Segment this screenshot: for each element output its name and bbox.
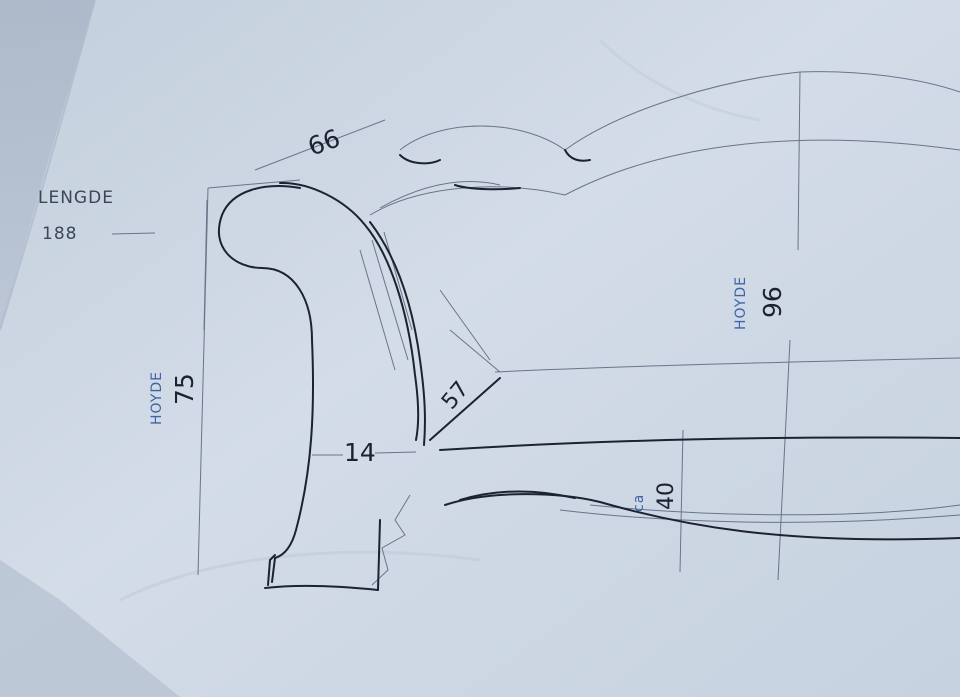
paper-shadow-bottom-left (0, 560, 180, 697)
paper-shadow-left (0, 0, 95, 330)
seat-front-line (439, 436, 960, 451)
length-value: 188 (42, 224, 78, 244)
seat-depth-line (429, 377, 501, 441)
seat-height-prefix: ca (631, 493, 647, 512)
seat-height-value: 40 (654, 482, 679, 510)
paper-crease (598, 38, 761, 122)
length-label: LENGDE (38, 188, 114, 208)
rolled-arm-outline (217, 185, 315, 583)
arm-height-value: 75 (170, 373, 199, 405)
paper-crease (0, 0, 96, 331)
arm-height-label: HOYDE (149, 371, 165, 425)
sofa-outline (217, 149, 960, 591)
pencil-guides (111, 71, 960, 586)
arm-thickness-value: 14 (344, 438, 376, 467)
base-line (264, 584, 379, 591)
back-height-label: HOYDE (733, 276, 749, 330)
back-height-value: 96 (758, 286, 787, 318)
